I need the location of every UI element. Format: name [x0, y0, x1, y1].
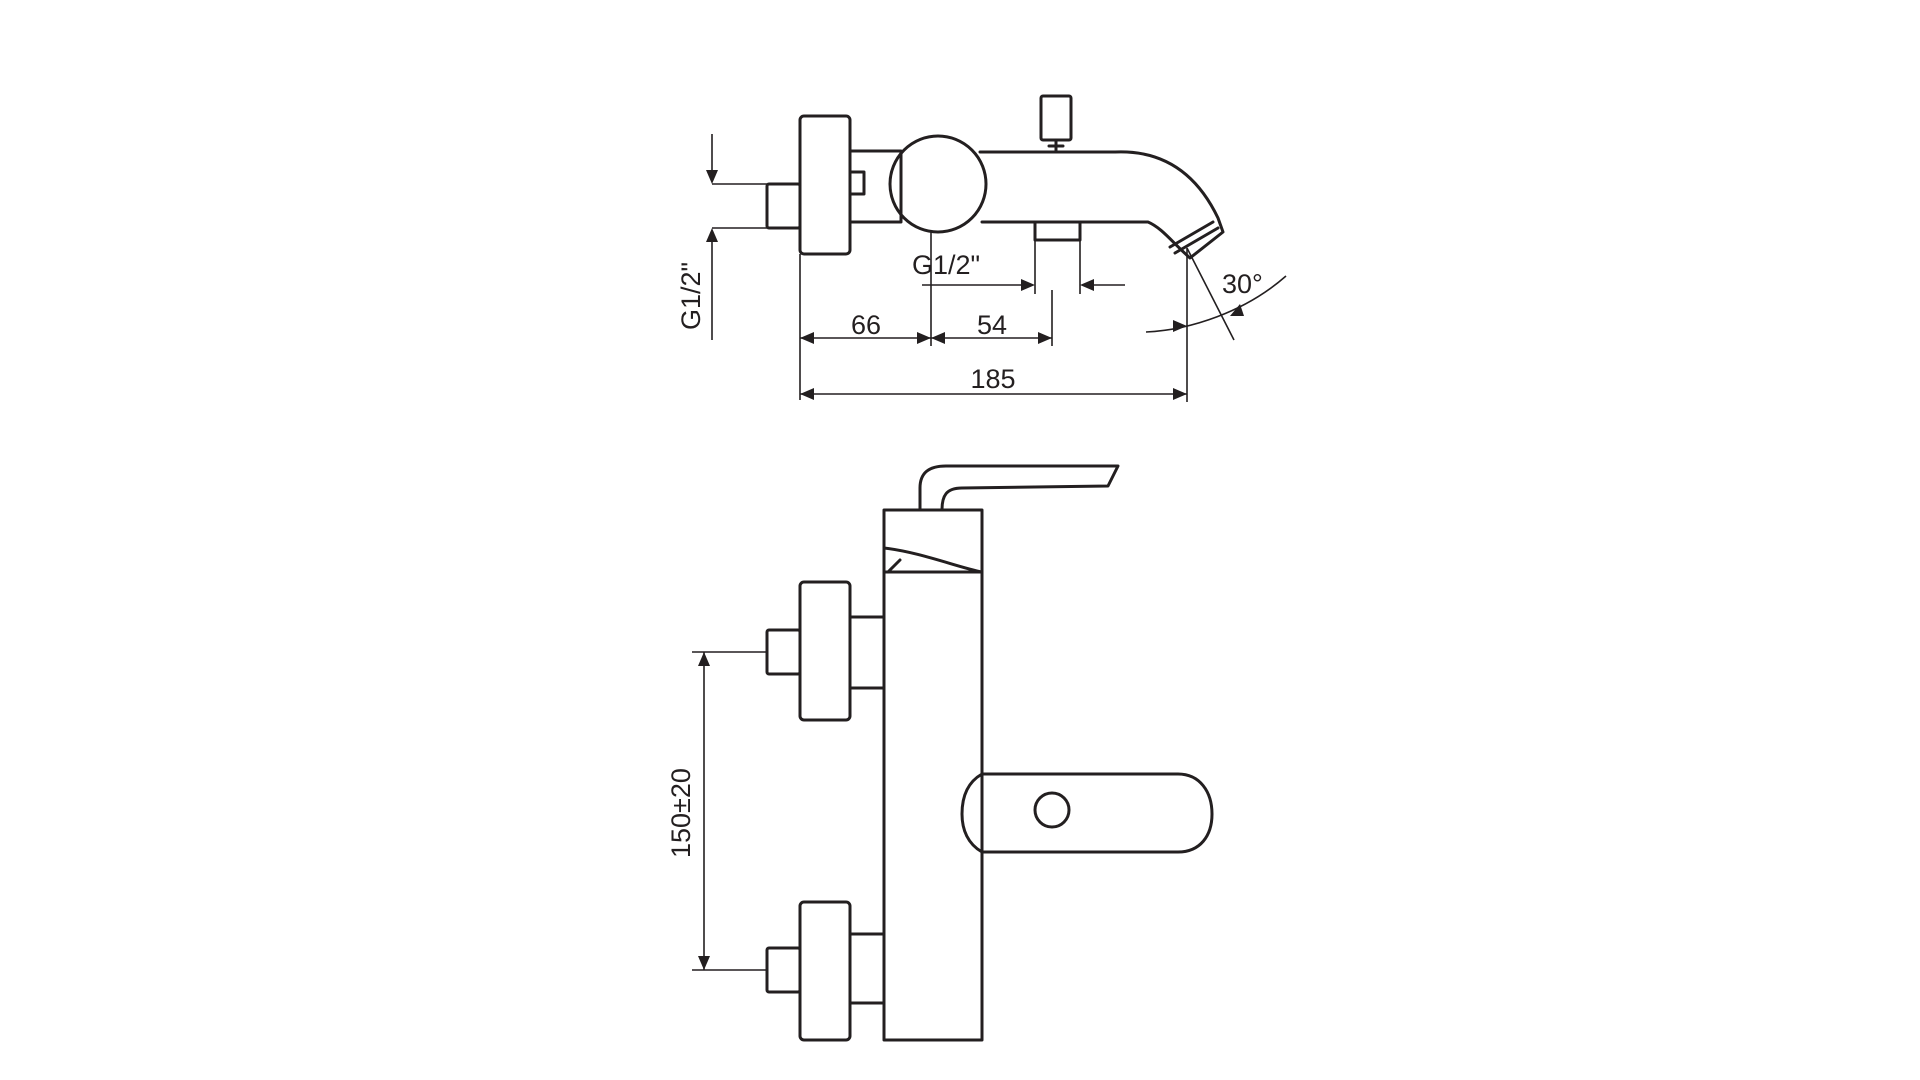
label-inlet-spacing: 150±20	[666, 768, 696, 858]
label-angle: 30°	[1222, 269, 1263, 299]
connector-body-top	[848, 149, 903, 224]
lever-handle-front	[918, 464, 1120, 512]
shower-outlet-top	[1033, 220, 1082, 242]
spout-top	[978, 150, 1225, 260]
upper-flange-front	[798, 580, 852, 722]
upper-inlet-front	[765, 628, 802, 676]
cartridge-block-front	[882, 508, 984, 574]
dim-inlet-thread: G1/2"	[676, 134, 767, 340]
lower-flange-front	[798, 900, 852, 1042]
cartridge-curve	[882, 546, 984, 574]
spout-front	[960, 772, 1214, 854]
lower-inlet-front	[765, 946, 802, 994]
label-outlet-thread: G1/2"	[912, 250, 980, 280]
dim-angle: 30°	[1145, 247, 1287, 341]
connector-notch	[848, 170, 866, 196]
main-body-front	[882, 570, 984, 1042]
inlet-pipe-top	[765, 182, 802, 230]
cartridge-step	[886, 558, 902, 574]
front-view	[765, 464, 1214, 1042]
dim-66-54: 66 54	[799, 232, 1053, 400]
wall-flange-top	[798, 114, 852, 256]
dim-185: 185	[800, 248, 1188, 402]
label-inlet-thread: G1/2"	[676, 262, 706, 330]
mixer-cartridge-top	[888, 134, 988, 234]
aerator-tip	[1168, 220, 1220, 255]
top-view	[765, 94, 1225, 260]
lower-connector-front	[848, 932, 886, 1005]
diverter-knob-top	[1039, 94, 1073, 142]
diverter-knob-front	[1033, 791, 1071, 829]
dim-inlet-spacing: 150±20	[666, 651, 767, 971]
label-66: 66	[851, 310, 881, 340]
dim-outlet-thread: G1/2"	[912, 240, 1125, 294]
label-54: 54	[977, 310, 1007, 340]
upper-connector-front	[848, 615, 886, 690]
label-185: 185	[970, 364, 1015, 394]
